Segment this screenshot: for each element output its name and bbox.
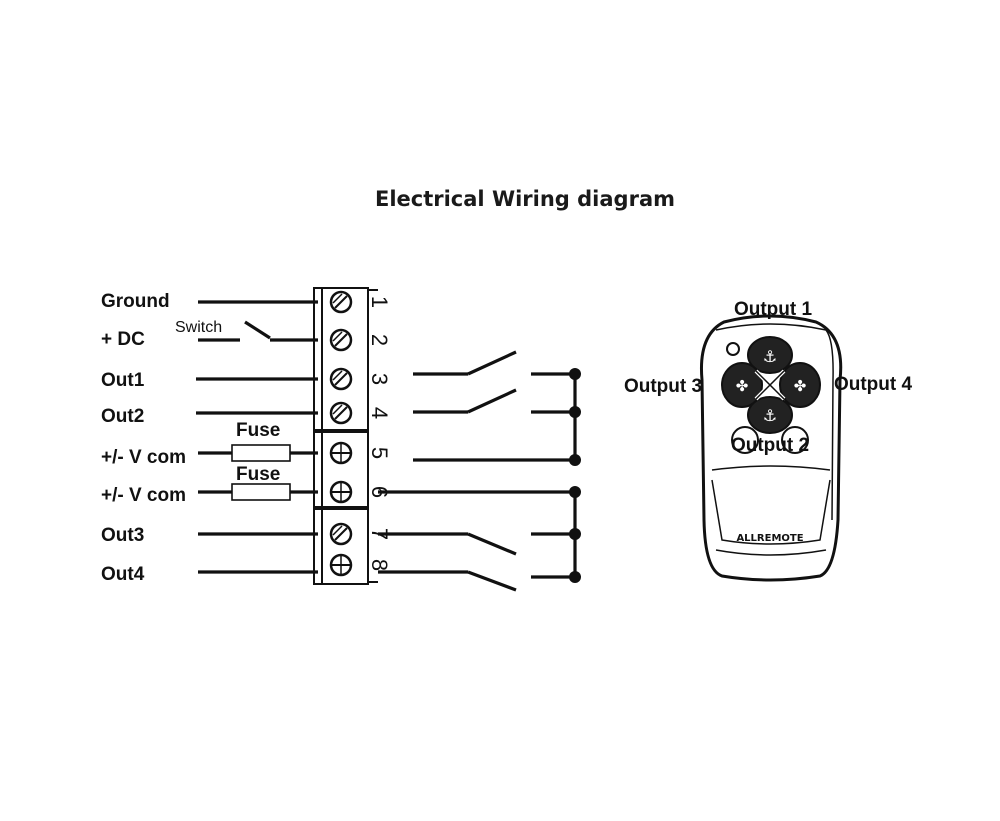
out4-label: Out4: [101, 564, 145, 585]
button-lower-right[interactable]: [781, 426, 809, 454]
brand-logo: ALLREMOTE: [736, 533, 803, 544]
fan-icon: ✤: [736, 377, 749, 395]
relay-2-contact: [467, 388, 517, 414]
fuse-b: [231, 483, 291, 501]
junction-dot: [569, 486, 581, 498]
terminal-number-2: 2: [367, 334, 392, 346]
junction-dot: [569, 528, 581, 540]
terminal-number-4: 4: [367, 407, 392, 419]
terminal-number-1: 1: [367, 296, 392, 308]
screw-4: [329, 401, 353, 425]
input-labels: Ground + DC Switch Out1 Out2 +/- V com +…: [101, 291, 280, 585]
anchor-icon: ⚓: [763, 347, 777, 366]
vcom-b-label: +/- V com: [101, 485, 186, 506]
screw-3: [329, 367, 353, 391]
screw-7: [329, 522, 353, 546]
relay-3-contact: [467, 532, 517, 556]
led-indicator: [726, 342, 740, 356]
remote-labels: Output 1 Output 3 Output 4 Output 2: [624, 299, 913, 456]
relay-1-contact: [467, 350, 517, 376]
button-output-1[interactable]: [747, 336, 793, 374]
junction-dot: [569, 406, 581, 418]
terminal-number-5: 5: [367, 447, 392, 459]
remote-control: ⚓ ✤ ✤ ⚓ ALLREMOTE: [699, 314, 843, 582]
ground-label: Ground: [101, 291, 170, 312]
out2-label: Out2: [101, 406, 144, 427]
relay-4-contact: [467, 570, 517, 592]
switch-label: Switch: [175, 319, 222, 336]
fuse-a-label: Fuse: [236, 420, 280, 441]
anchor-icon: ⚓: [763, 406, 777, 425]
terminal-number-8: 8: [367, 559, 392, 571]
terminal-block: [313, 287, 378, 585]
vcom-a-label: +/- V com: [101, 447, 186, 468]
screw-2: [329, 328, 353, 352]
output-relays: [378, 350, 581, 592]
output-3-label: Output 3: [624, 376, 702, 397]
junction-dot: [569, 571, 581, 583]
button-output-3[interactable]: [721, 362, 763, 408]
screw-8: [329, 553, 353, 577]
diagram-title: Electrical Wiring diagram: [375, 187, 675, 211]
fuse-a: [231, 444, 291, 462]
fan-icon: ✤: [794, 377, 807, 395]
out1-label: Out1: [101, 370, 145, 391]
junction-dot: [569, 454, 581, 466]
output-1-label: Output 1: [734, 299, 813, 320]
screw-5: [329, 441, 353, 465]
dc-label: + DC: [101, 329, 145, 350]
output-4-label: Output 4: [834, 374, 913, 395]
screw-1: [329, 290, 353, 314]
output-2-label: Output 2: [731, 435, 809, 456]
terminal-numbers: 1 2 3 4 5 6 7 8: [367, 296, 392, 571]
terminal-number-3: 3: [367, 373, 392, 385]
dc-switch-blade: [244, 320, 271, 340]
button-output-2[interactable]: [747, 396, 793, 434]
button-lower-left[interactable]: [731, 426, 759, 454]
junction-dot: [569, 368, 581, 380]
button-output-4[interactable]: [779, 362, 821, 408]
screw-6: [329, 480, 353, 504]
out3-label: Out3: [101, 525, 144, 546]
fuse-b-label: Fuse: [236, 464, 280, 485]
